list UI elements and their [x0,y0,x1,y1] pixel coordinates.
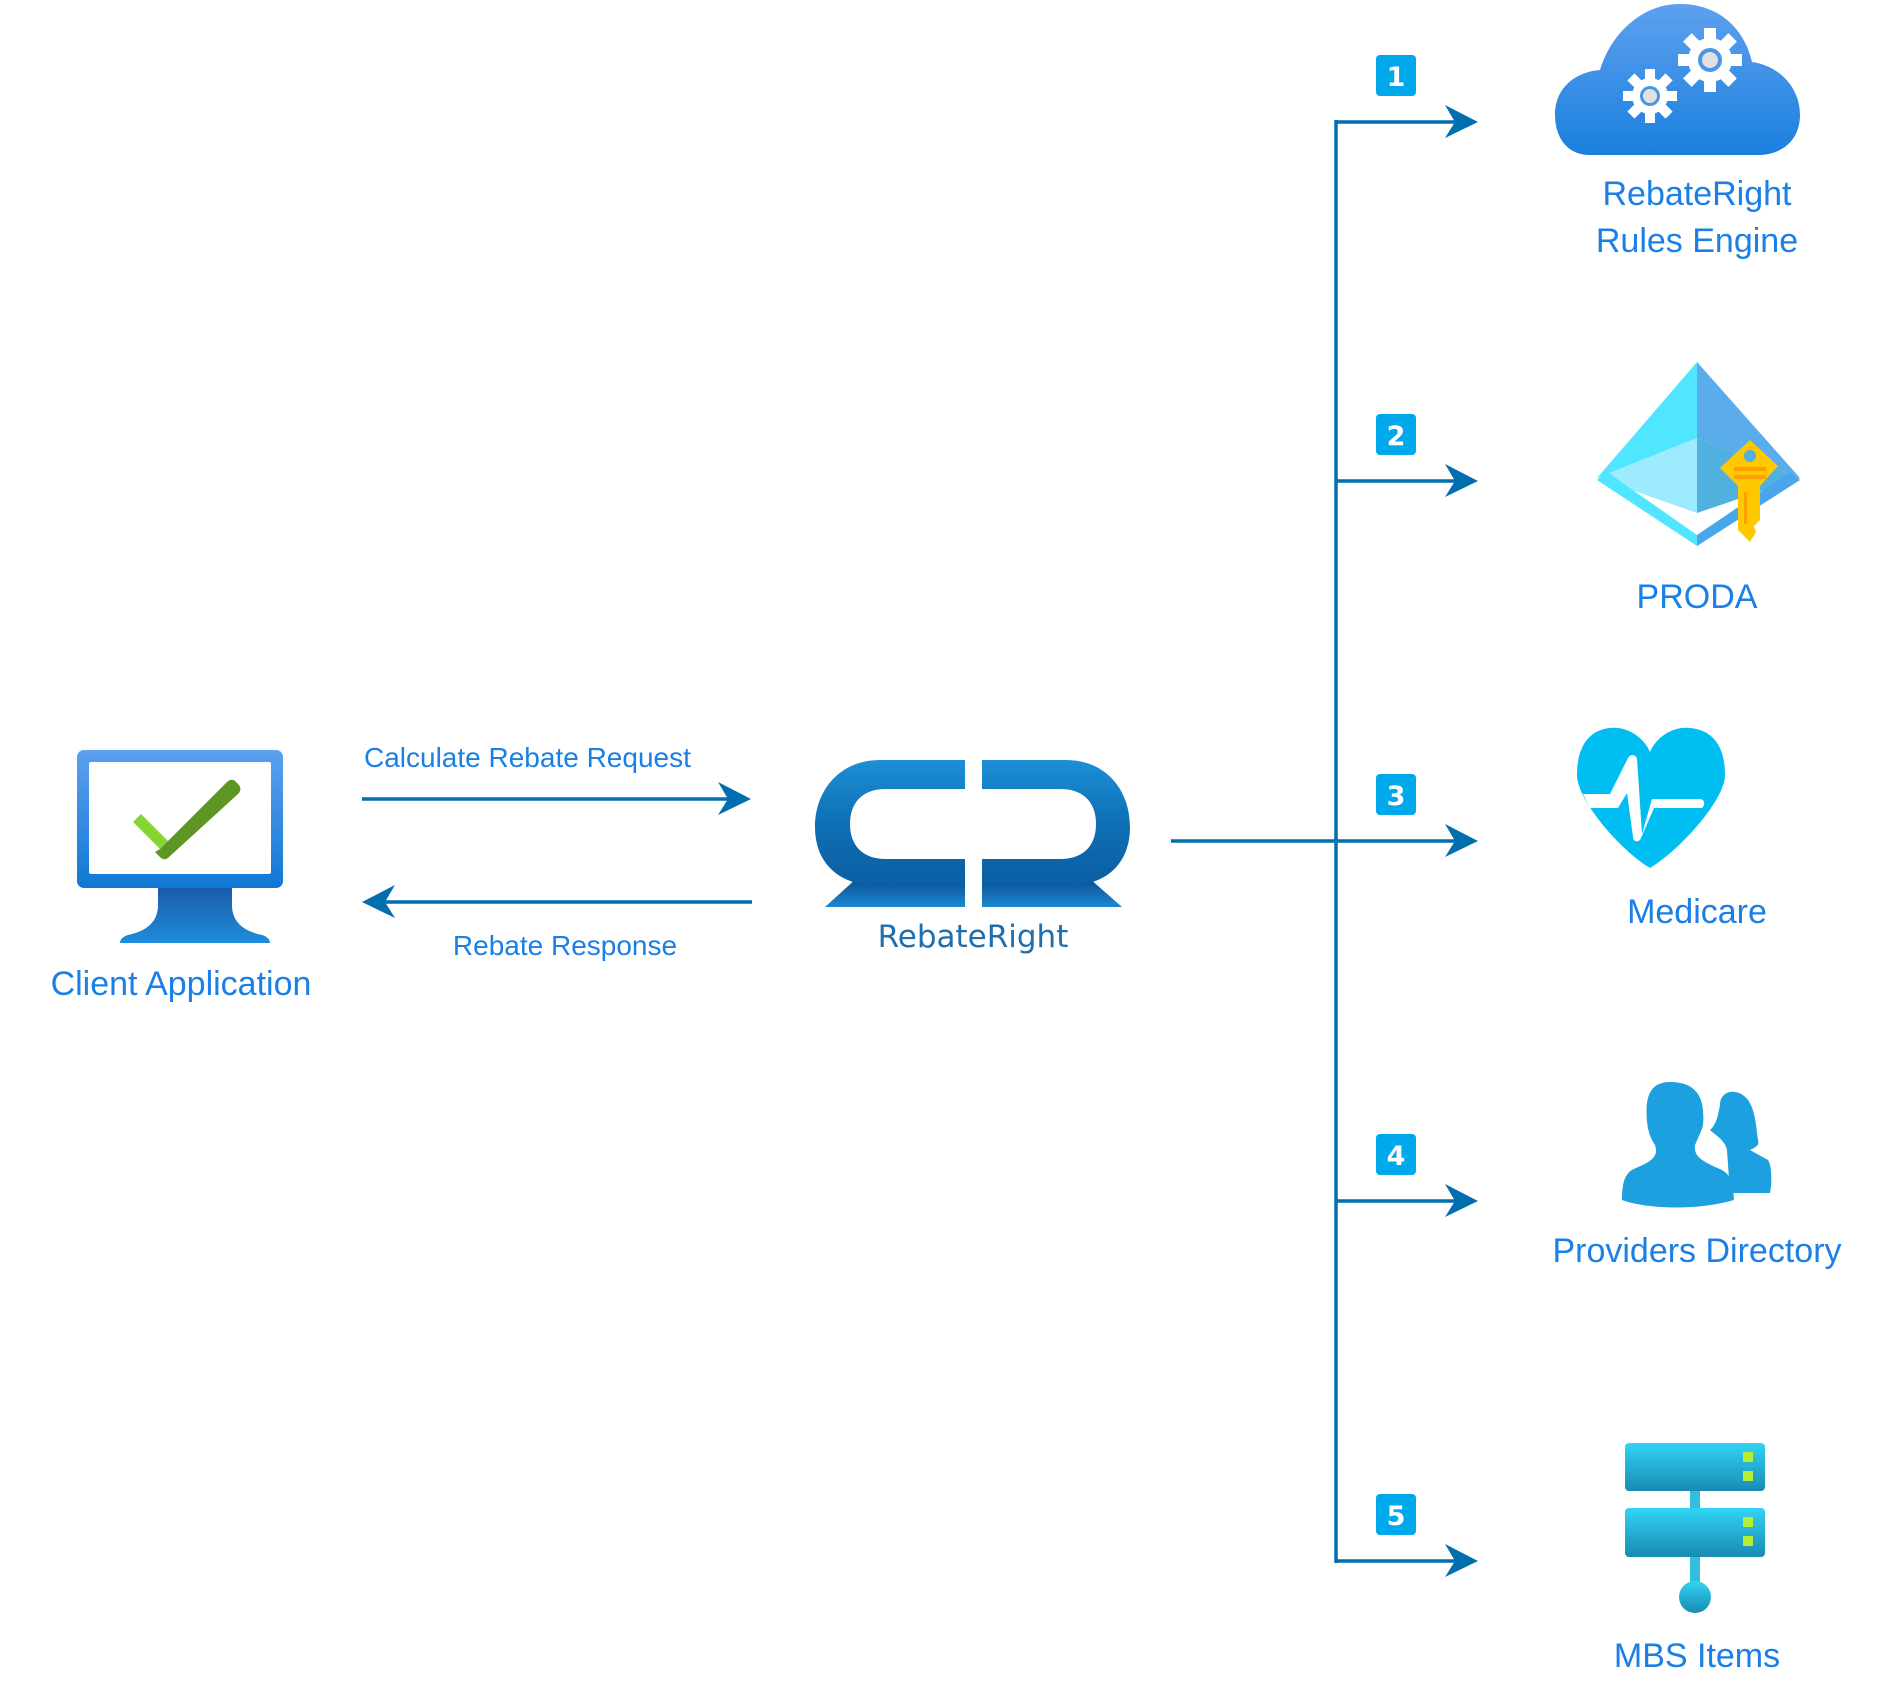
response-edge-label: Rebate Response [453,930,677,961]
service-label: MBS Items [1614,1637,1780,1675]
client-application-label: Client Application [51,965,312,1003]
users-icon [1622,1082,1772,1208]
response-arrowhead-icon [362,885,395,918]
branch-arrowhead-icon [1445,824,1478,857]
branch-arrowhead-icon [1445,105,1478,138]
step-badge-number: 5 [1387,1501,1406,1532]
request-arrowhead-icon [718,782,751,815]
request-edge-label: Calculate Rebate Request [364,742,691,773]
step-badge [1376,1494,1416,1535]
cloud-gears-icon [1555,4,1800,155]
step-badge-number: 4 [1387,1141,1406,1172]
branch-arrowhead-icon [1445,1184,1478,1217]
step-badge [1376,55,1416,96]
fanout-connector [1171,120,1338,1563]
step-badge-number: 3 [1387,781,1406,812]
rebateright-logo-icon [815,760,1130,907]
step-badge [1376,414,1416,455]
service-label: Providers Directory [1552,1232,1841,1270]
rebateright-hub-label: RebateRight [878,919,1069,955]
server-icon [1625,1443,1765,1613]
monitor-check-icon [77,750,283,943]
step-badge [1376,1134,1416,1175]
service-label: PRODA [1637,578,1758,616]
request-edge: Calculate Rebate Request [362,742,751,815]
step-badge-number: 1 [1387,62,1406,93]
client-application-node[interactable]: Client Application [51,750,312,1003]
service-label-line2: Rules Engine [1596,222,1798,260]
service-label: Medicare [1627,893,1767,931]
branch-arrowhead-icon [1445,464,1478,497]
branch-arrowhead-icon [1445,1544,1478,1577]
heart-pulse-icon [1577,727,1725,868]
service-label: RebateRight [1602,175,1792,213]
step-badge-number: 2 [1387,421,1406,452]
response-edge: Rebate Response [362,885,752,961]
rebateright-hub-node[interactable]: RebateRight [815,760,1130,955]
pyramid-key-icon [1597,362,1800,546]
step-badge [1376,774,1416,815]
